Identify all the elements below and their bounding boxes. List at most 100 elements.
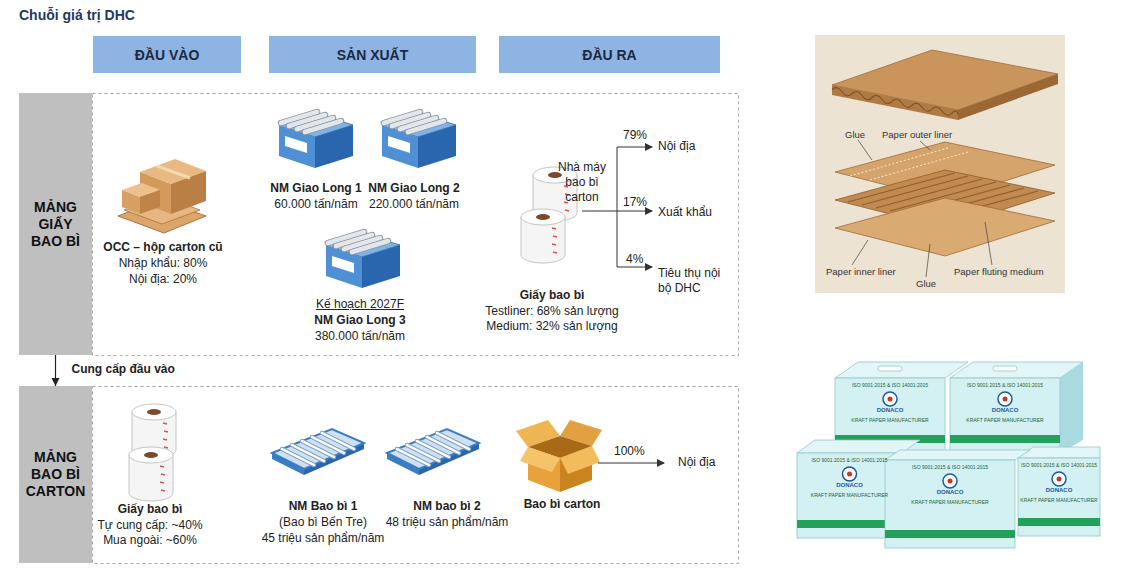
- part-name: Glue: [916, 278, 948, 289]
- share-percent: 17%: [623, 195, 657, 210]
- input-name: Giấy bao bì: [80, 502, 220, 517]
- print-text: KRAFT PAPER MANUFACTURER: [950, 417, 1060, 423]
- flow-arrow: [52, 355, 60, 386]
- distribution-arrows-part: [582, 211, 652, 212]
- packaging-box-photo-part: [950, 378, 1060, 453]
- carton-box-icon: [516, 420, 602, 492]
- diagram-title: Chuỗi giá trị DHC: [19, 7, 135, 23]
- corrugated-board-illustration: [815, 35, 1065, 293]
- corrugated-board-illustration-part: [835, 198, 1055, 256]
- input-share: Tự cung cấp: ~40%: [80, 518, 220, 533]
- product-mix: Medium: 32% sản lượng: [482, 319, 622, 334]
- column-header: SẢN XUẤT: [269, 36, 476, 73]
- carton-box-icon-part: [560, 446, 600, 474]
- packaging-box-photo: [797, 362, 1100, 548]
- part-name: Glue: [845, 129, 877, 140]
- segment-band: MẢNG BAO BÌ CARTON: [19, 386, 92, 563]
- print-text: KRAFT PAPER MANUFACTURER: [885, 499, 1015, 505]
- market-name: Xuất khẩu: [658, 205, 734, 220]
- corrugated-board-illustration-part: [852, 140, 992, 277]
- brand-name: DONACO: [797, 482, 902, 489]
- packaging-box-photo-part: [885, 450, 1030, 460]
- packaging-line-icon: [272, 429, 364, 475]
- product-name: Giấy bao bì: [482, 288, 622, 303]
- part-name: Paper fluting medium: [954, 266, 1064, 277]
- occ-carton-icon-part: [140, 190, 160, 214]
- market-name: Nội địa: [678, 455, 738, 470]
- packaging-box-photo-part: [1018, 518, 1100, 526]
- packaging-box-photo-part: [1052, 472, 1066, 486]
- print-text: ISO 9001:2015 & ISO 14001:2015: [797, 457, 902, 463]
- plant-name: NM Giao Long 3: [300, 313, 420, 328]
- packaging-box-photo-part: [1018, 447, 1100, 458]
- occ-carton-icon: [118, 159, 206, 233]
- paper-mill-icon: [326, 232, 400, 288]
- share-percent: 79%: [623, 128, 657, 143]
- share-percent: 100%: [614, 444, 654, 459]
- input-share: Nhập khẩu: 80%: [93, 256, 233, 271]
- print-text: ISO 9001:2015 & ISO 14001:2015: [885, 464, 1015, 470]
- plant-note: (Bao bì Bến Tre): [253, 515, 393, 530]
- packaging-box-photo-part: [950, 435, 1060, 443]
- packaging-box-photo-part: [1018, 458, 1100, 536]
- part-name: Paper outer liner: [882, 129, 982, 140]
- packaging-box-photo-part: [835, 362, 968, 378]
- print-text: KRAFT PAPER MANUFACTURER: [797, 492, 902, 498]
- print-text: ISO 9001:2015 & ISO 14001:2015: [835, 382, 945, 388]
- plant-capacity: 48 triệu sản phẩm/năm: [377, 515, 517, 530]
- node-text: MẢNG BAO BÌ CARTON: [23, 449, 88, 500]
- flow-line: [55, 355, 56, 386]
- occ-carton-icon-part: [157, 166, 190, 178]
- brand-name: DONACO: [885, 489, 1015, 496]
- paper-roll-icon: [521, 209, 565, 263]
- plant-capacity: 380.000 tấn/năm: [300, 329, 420, 344]
- print-text: KRAFT PAPER MANUFACTURER: [1018, 497, 1100, 503]
- distribution-arrows-part: [617, 147, 618, 267]
- packaging-box-photo-part: [1003, 397, 1008, 402]
- distribution-arrows-part: [617, 147, 652, 148]
- packaging-box-photo-part: [950, 362, 1083, 378]
- distribution-arrow: [598, 463, 664, 464]
- input-name: OCC – hộp carton cũ: [93, 240, 233, 255]
- channel-note: Nhà máy bao bì carton: [554, 160, 610, 205]
- packaging-line-icon: [387, 429, 479, 475]
- share-percent: 4%: [626, 252, 656, 267]
- plant-name: NM Bao bì 1: [253, 499, 393, 514]
- packaging-box-photo-part: [993, 366, 1017, 371]
- paper-mill-icon: [382, 112, 456, 168]
- carton-box-icon-part: [520, 447, 560, 472]
- print-text: ISO 9001:2015 & ISO 14001:2015: [950, 382, 1060, 388]
- arrow-head: [52, 378, 60, 386]
- market-name: Nội địa: [658, 139, 728, 154]
- corrugated-board-illustration-part: [815, 35, 1065, 293]
- packaging-box-photo-part: [885, 530, 1015, 538]
- part-name: Paper inner liner: [826, 266, 910, 277]
- node-text: ĐẦU RA: [582, 47, 636, 63]
- brand-name: DONACO: [1018, 487, 1100, 494]
- packaging-box-photo-part: [878, 366, 902, 371]
- plant-capacity: 60.000 tấn/năm: [266, 197, 366, 212]
- node-text: ĐẦU VÀO: [135, 47, 200, 63]
- packaging-box-photo-part: [847, 472, 852, 477]
- packaging-box-photo-part: [883, 392, 897, 406]
- occ-carton-icon-part: [122, 190, 140, 214]
- column-header: ĐẦU VÀO: [93, 36, 241, 73]
- corrugated-board-illustration-part: [832, 85, 958, 120]
- product-mix: Testliner: 68% sản lượng: [482, 304, 622, 319]
- plant-capacity: 45 triệu sản phẩm/năm: [253, 531, 393, 546]
- plan-note: Kế hoạch 2027F: [300, 297, 420, 312]
- input-share: Nội địa: 20%: [93, 272, 233, 287]
- section-frame: [93, 94, 739, 356]
- market-name: Tiêu thụ nội bộ DHC: [658, 266, 736, 296]
- corrugated-board-illustration-part: [832, 87, 958, 117]
- node-text: MẢNG GIẤY BAO BÌ: [23, 199, 88, 250]
- brand-name: DONACO: [950, 407, 1060, 414]
- print-text: ISO 9001:2015 & ISO 14001:2015: [1018, 462, 1100, 468]
- packaging-box-photo-part: [888, 397, 893, 402]
- packaging-box-photo-part: [885, 460, 1015, 548]
- plant-name: NM bao bì 2: [377, 499, 517, 514]
- packaging-box-photo-part: [1057, 477, 1062, 482]
- distribution-arrows-part: [617, 267, 652, 268]
- plant-capacity: 220.000 tấn/năm: [359, 197, 469, 212]
